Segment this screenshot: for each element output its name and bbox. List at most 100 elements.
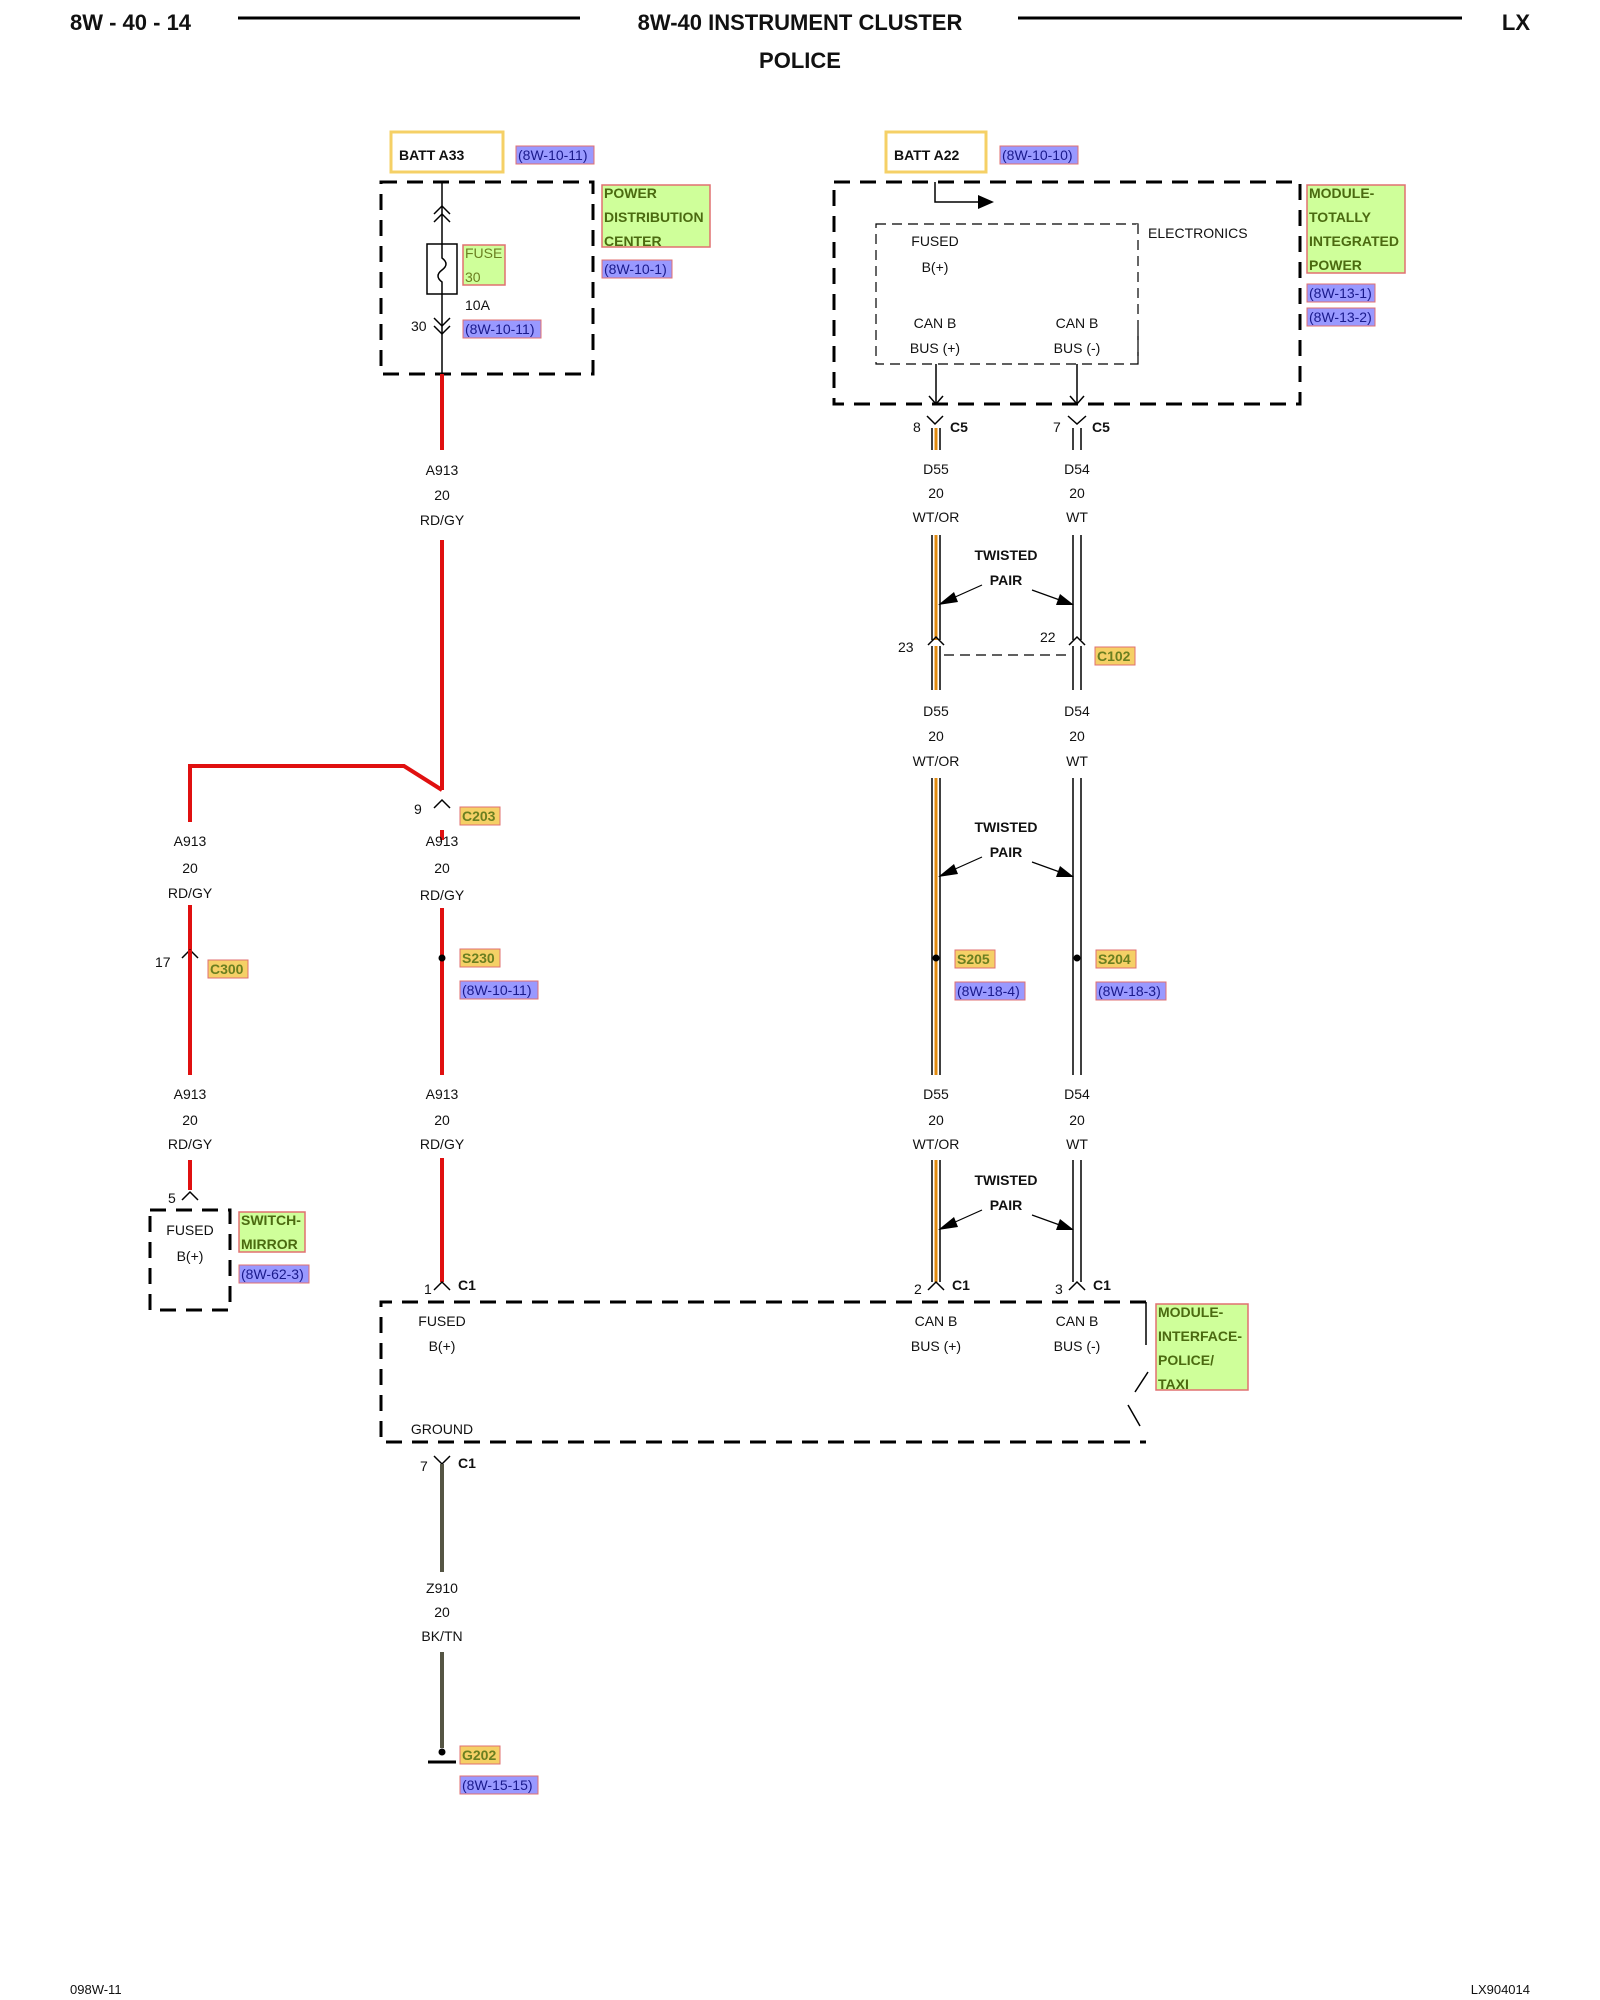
tipm-ref-1-link[interactable]: (8W-13-1) xyxy=(1309,285,1372,301)
d54-label-2-circuit: D54 xyxy=(1064,703,1090,719)
tipm-canb-minus-arrow xyxy=(1069,395,1085,406)
d55-label-1-circuit: D55 xyxy=(923,461,949,477)
interface-name-1[interactable]: MODULE- xyxy=(1158,1304,1224,1320)
s205-ref-link[interactable]: (8W-18-4) xyxy=(957,983,1020,999)
tipm-label-bg xyxy=(1306,184,1406,274)
footer-right-code: LX904014 xyxy=(1471,1982,1530,1997)
fuse-pin: 30 xyxy=(411,318,427,334)
mirror-switch-name-1[interactable]: SWITCH- xyxy=(241,1212,301,1228)
interface-canb-minus-2: BUS (-) xyxy=(1054,1338,1101,1354)
tipm-name-3[interactable]: INTEGRATED xyxy=(1309,233,1399,249)
connector-c300: 17 C300 xyxy=(155,948,249,1075)
fuse-output-connector-symbol xyxy=(433,317,451,336)
tipm-canb-minus-label-2: BUS (-) xyxy=(1054,340,1101,356)
mirror-switch-fused-2: B(+) xyxy=(177,1248,204,1264)
pdc-label-bg xyxy=(601,184,711,248)
z910-label-color: BK/TN xyxy=(421,1628,462,1644)
a913-label-3-gauge: 20 xyxy=(182,860,198,876)
c1-label-canp: C1 xyxy=(952,1277,970,1293)
g202-label[interactable]: G202 xyxy=(462,1747,496,1763)
a913-label-2-circuit: A913 xyxy=(426,833,459,849)
tipm-name-2[interactable]: TOTALLY xyxy=(1309,209,1372,225)
tipm-ref-2-link[interactable]: (8W-13-2) xyxy=(1309,309,1372,325)
batt-a22-source: BATT A22 (8W-10-10) xyxy=(884,130,1079,174)
fuse-name-2[interactable]: 30 xyxy=(465,269,481,285)
interface-canb-plus-2: BUS (+) xyxy=(911,1338,961,1354)
d55-label-2-circuit: D55 xyxy=(923,703,949,719)
page-header: 8W - 40 - 14 8W-40 INSTRUMENT CLUSTER LX… xyxy=(70,10,1530,73)
d54-label-2-color: WT xyxy=(1066,753,1088,769)
tipm-canb-plus-label-1: CAN B xyxy=(914,315,957,331)
splice-s230: S230 (8W-10-11) xyxy=(438,948,539,1000)
interface-canb-minus-1: CAN B xyxy=(1056,1313,1099,1329)
a913-label-5-color: RD/GY xyxy=(168,1136,213,1152)
c1-top-pin-symbols xyxy=(433,1280,1086,1291)
pdc-name-2[interactable]: DISTRIBUTION xyxy=(604,209,704,225)
s204-label[interactable]: S204 xyxy=(1098,951,1131,967)
page-number: 8W - 40 - 14 xyxy=(70,10,192,35)
s205-label[interactable]: S205 xyxy=(957,951,990,967)
c5-pin-d55: 8 xyxy=(913,419,921,435)
g202-ref-link[interactable]: (8W-15-15) xyxy=(462,1777,533,1793)
wire-d55: D55 20 WT/OR D55 20 WT/OR D55 20 WT/OR xyxy=(913,428,959,1282)
twisted-pair-2-line1: TWISTED xyxy=(975,819,1038,835)
c203-label[interactable]: C203 xyxy=(462,808,496,824)
c5-pin-d54: 7 xyxy=(1053,419,1061,435)
pdc-boundary xyxy=(379,180,595,376)
interface-name-3[interactable]: POLICE/ xyxy=(1158,1352,1214,1368)
s204-ref-link[interactable]: (8W-18-3) xyxy=(1098,983,1161,999)
batt-a22-label: BATT A22 xyxy=(894,147,960,163)
s230-ref-link[interactable]: (8W-10-11) xyxy=(462,982,532,998)
d55-label-3-circuit: D55 xyxy=(923,1086,949,1102)
c102-pin-d54: 22 xyxy=(1040,629,1056,645)
c1-pin-canp: 2 xyxy=(914,1281,922,1297)
tipm-feed-arrow xyxy=(978,195,994,209)
pdc-name-3[interactable]: CENTER xyxy=(604,233,662,249)
batt-a22-ref-link[interactable]: (8W-10-10) xyxy=(1002,147,1073,163)
fuse-name-1[interactable]: FUSE xyxy=(465,245,502,261)
module-interface-police-taxi: 1 C1 2 C1 3 C1 FUSED B(+) CAN B BUS (+) … xyxy=(379,1277,1249,1444)
z910-label-gauge: 20 xyxy=(434,1604,450,1620)
c300-label[interactable]: C300 xyxy=(210,961,244,977)
d55-label-2-gauge: 20 xyxy=(928,728,944,744)
c300-label-bg xyxy=(207,959,249,979)
interface-fused-2: B(+) xyxy=(429,1338,456,1354)
mirror-switch-pin: 5 xyxy=(168,1190,176,1206)
tipm-name-1[interactable]: MODULE- xyxy=(1309,185,1375,201)
fuse-rating: 10A xyxy=(465,297,491,313)
tipm-boundary xyxy=(832,180,1302,406)
twisted-pair-1-line1: TWISTED xyxy=(975,547,1038,563)
c102-label[interactable]: C102 xyxy=(1097,648,1131,664)
a913-label-2-gauge: 20 xyxy=(434,860,450,876)
tipm-name-4[interactable]: POWER xyxy=(1309,257,1362,273)
s204-ref-bg xyxy=(1095,981,1167,1001)
a913-label-3-circuit: A913 xyxy=(174,833,207,849)
tipm-electronics-box xyxy=(875,223,1139,365)
c1-ground-pin-symbol xyxy=(433,1455,451,1466)
pdc-name-1[interactable]: POWER xyxy=(604,185,657,201)
wire-a913-main: A913 20 RD/GY A913 20 RD/GY A913 20 RD/G… xyxy=(168,374,465,1282)
mirror-switch-boundary xyxy=(148,1208,232,1312)
interface-name-4[interactable]: TAXI xyxy=(1158,1376,1189,1392)
a913-label-4-gauge: 20 xyxy=(434,1112,450,1128)
s230-label[interactable]: S230 xyxy=(462,950,495,966)
batt-a22-ref-bg xyxy=(999,145,1079,165)
interface-ground-label: GROUND xyxy=(411,1421,473,1437)
splice-s204: S204 (8W-18-3) xyxy=(1073,949,1167,1001)
a913-label-4-circuit: A913 xyxy=(426,1086,459,1102)
c300-pin: 17 xyxy=(155,954,171,970)
mirror-switch-ref-link[interactable]: (8W-62-3) xyxy=(241,1266,304,1282)
mirror-switch-name-2[interactable]: MIRROR xyxy=(241,1236,298,1252)
c203-pin: 9 xyxy=(414,801,422,817)
batt-a33-ref-link[interactable]: (8W-10-11) xyxy=(518,147,588,163)
power-distribution-center: POWER DISTRIBUTION CENTER (8W-10-1) FUSE… xyxy=(379,180,711,376)
pdc-ref-link[interactable]: (8W-10-1) xyxy=(604,261,667,277)
s205-ref-bg xyxy=(954,981,1026,1001)
s230-label-bg xyxy=(459,948,501,968)
fuse-element xyxy=(437,244,447,294)
d55-label-3-gauge: 20 xyxy=(928,1112,944,1128)
interface-name-2[interactable]: INTERFACE- xyxy=(1158,1328,1242,1344)
fuse-ref-link[interactable]: (8W-10-11) xyxy=(465,321,535,337)
tipm-feed-line xyxy=(934,182,990,203)
